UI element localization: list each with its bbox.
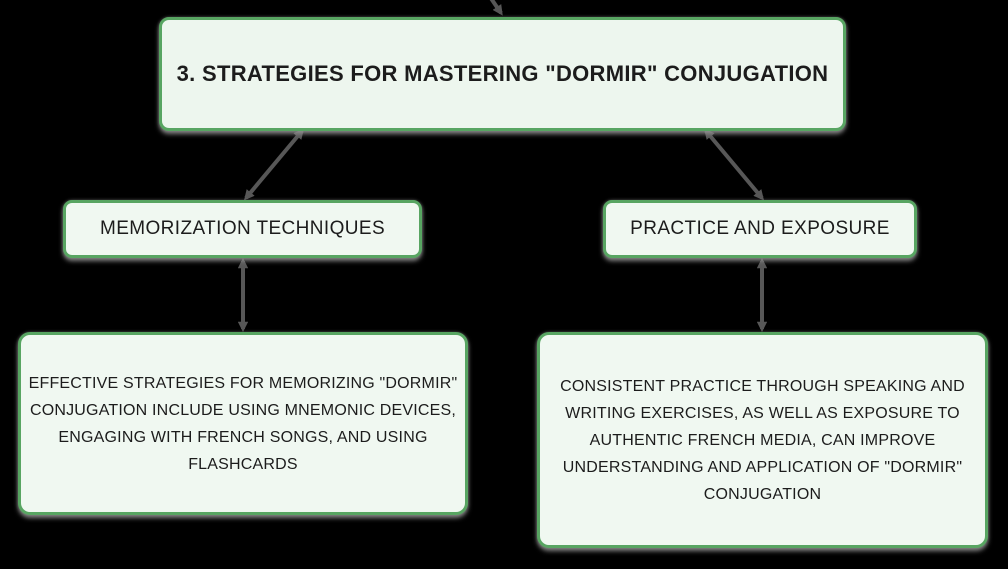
detail-node-text: CONSISTENT PRACTICE THROUGH SPEAKING AND… [560,377,965,503]
connector-parent-to-root [489,0,503,16]
detail-node-text: EFFECTIVE STRATEGIES FOR MEMORIZING "DOR… [28,374,458,473]
connector-root-to-practice [703,128,765,201]
branch-node-practice-and-exposure[interactable]: PRACTICE AND EXPOSURE [603,200,917,258]
branch-node-memorization-techniques[interactable]: MEMORIZATION TECHNIQUES [63,200,422,258]
root-node-label: 3. STRATEGIES FOR MASTERING "DORMIR" CON… [176,61,829,86]
connector-root-to-memorization [243,128,305,201]
detail-node-practice[interactable]: CONSISTENT PRACTICE THROUGH SPEAKING AND… [537,332,988,548]
branch-node-label: PRACTICE AND EXPOSURE [630,218,890,239]
root-node-strategies[interactable]: 3. STRATEGIES FOR MASTERING "DORMIR" CON… [159,17,846,131]
detail-node-memorization[interactable]: EFFECTIVE STRATEGIES FOR MEMORIZING "DOR… [18,332,468,515]
branch-node-label: MEMORIZATION TECHNIQUES [99,218,386,239]
